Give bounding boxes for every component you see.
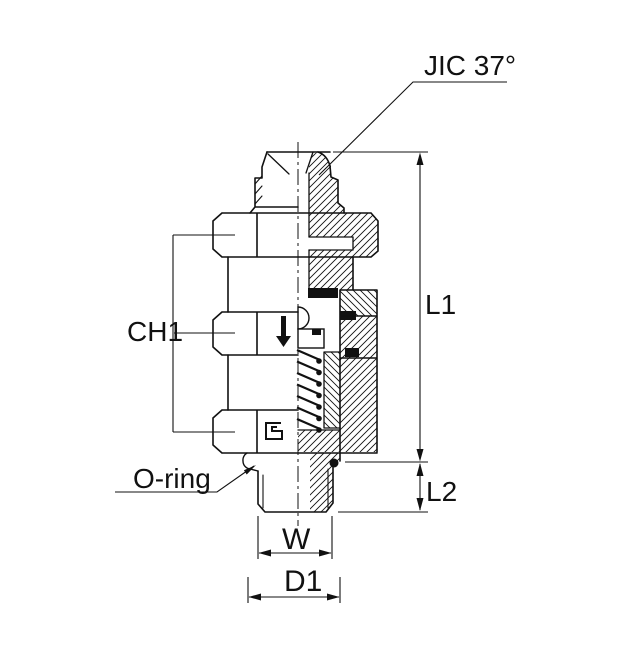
check-valve-ball xyxy=(297,306,310,330)
jic-37-label: JIC 37° xyxy=(424,50,516,81)
hatch-jic-wall xyxy=(309,152,344,213)
oring-cross-section xyxy=(329,458,339,468)
dimension-l1 xyxy=(333,151,428,463)
drawing-labels: JIC 37° CH1 O-ring L1 L2 W D1 xyxy=(127,50,516,598)
leader-jic xyxy=(318,81,507,176)
check-valve xyxy=(296,288,359,468)
dimension-l2 xyxy=(338,463,428,513)
ch1-label: CH1 xyxy=(127,316,183,347)
hatch-sleeve xyxy=(324,352,340,428)
dimension-d1 xyxy=(247,577,341,603)
spring xyxy=(296,348,322,433)
d1-label: D1 xyxy=(284,565,322,598)
hatch-upper-body xyxy=(298,257,353,290)
hatch-gland xyxy=(340,290,377,316)
seal-upper xyxy=(308,288,338,298)
flow-direction-arrow-icon xyxy=(276,316,291,347)
flare-cone-opening xyxy=(297,152,313,173)
dimension-w xyxy=(257,516,333,559)
seat-seal xyxy=(312,329,321,335)
l1-label: L1 xyxy=(425,289,456,320)
logo-mark-icon xyxy=(265,422,283,440)
hatch-lower-inner xyxy=(298,430,340,452)
l2-label: L2 xyxy=(426,476,457,507)
hatch-lower-body xyxy=(340,316,377,452)
dimensions xyxy=(115,81,507,603)
leader-ch1 xyxy=(172,234,235,433)
leader-oring xyxy=(115,465,256,493)
w-label: W xyxy=(282,523,311,556)
seal-lower xyxy=(345,348,359,357)
oring-label: O-ring xyxy=(133,463,211,494)
